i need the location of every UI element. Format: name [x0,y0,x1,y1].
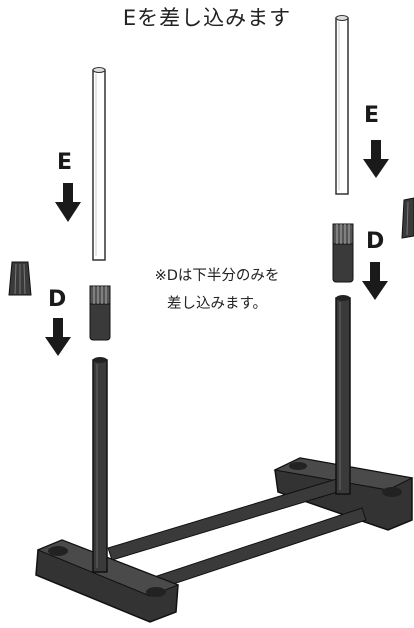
arrow-down-e-right [363,140,389,178]
frame-pole-left [92,357,108,573]
arrow-down-d-left [45,318,71,356]
note-line-2: 差し込みます。 [166,296,268,312]
label-e-left: E [57,150,73,175]
cap-d-loose-right [401,197,414,239]
label-d-left: D [48,287,67,312]
pole-e-left [92,67,106,261]
instruction-caption: Eを差し込みます [122,6,292,30]
base-left [35,539,180,623]
pole-e-right [335,15,349,195]
note-line-1: ※Dは下半分のみを [154,268,280,284]
arrow-down-e-left [55,183,81,222]
insert-d-left [89,285,111,341]
note-text: ※Dは下半分のみを 差し込みます。 [122,262,312,318]
insert-d-right [332,223,354,283]
cap-d-loose-left [8,261,32,296]
label-e-right: E [364,103,380,128]
crossbar-back [107,477,345,561]
frame-pole-right [335,295,351,495]
arrow-down-d-right [362,262,388,300]
label-d-right: D [366,229,385,254]
